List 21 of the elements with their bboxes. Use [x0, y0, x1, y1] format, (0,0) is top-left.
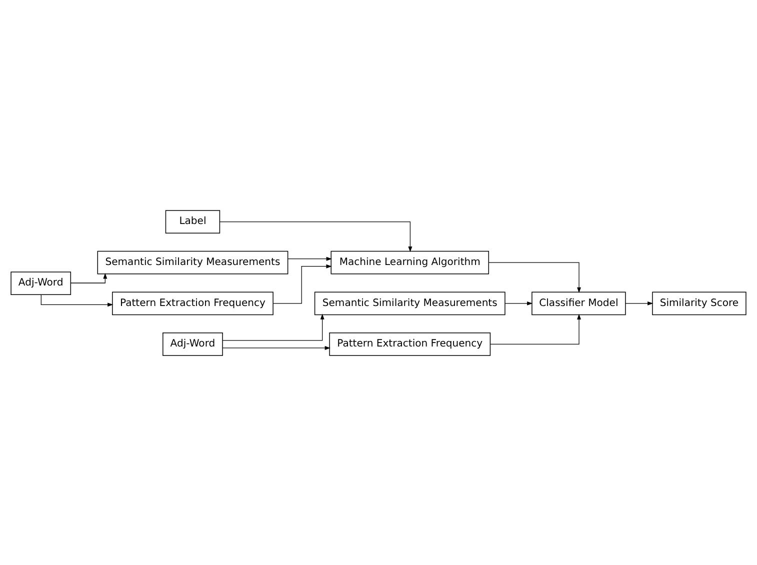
- arrow: [70, 272, 108, 283]
- node-box: Adj-Word: [10, 271, 72, 294]
- node-box: Label: [165, 210, 220, 233]
- arrow: [220, 221, 412, 252]
- arrow: [504, 300, 533, 305]
- arrow: [40, 294, 114, 306]
- node-box: Machine Learning Algorithm: [330, 250, 490, 274]
- arrow: [222, 313, 324, 340]
- node-box: Pattern Extraction Frequency: [329, 332, 491, 356]
- node-box: Adj-Word: [162, 332, 223, 356]
- node-box: Semantic Similarity Measurements: [97, 250, 288, 274]
- node-box: Pattern Extraction Frequency: [112, 291, 274, 315]
- node-box: Similarity Score: [652, 291, 746, 315]
- arrow: [625, 300, 654, 305]
- arrow: [288, 256, 332, 260]
- arrow: [490, 313, 581, 344]
- arrow: [272, 264, 332, 304]
- arrow: [222, 345, 330, 350]
- node-box: Classifier Model: [532, 291, 626, 315]
- arrow: [488, 262, 581, 292]
- node-box: Semantic Similarity Measurements: [314, 291, 506, 315]
